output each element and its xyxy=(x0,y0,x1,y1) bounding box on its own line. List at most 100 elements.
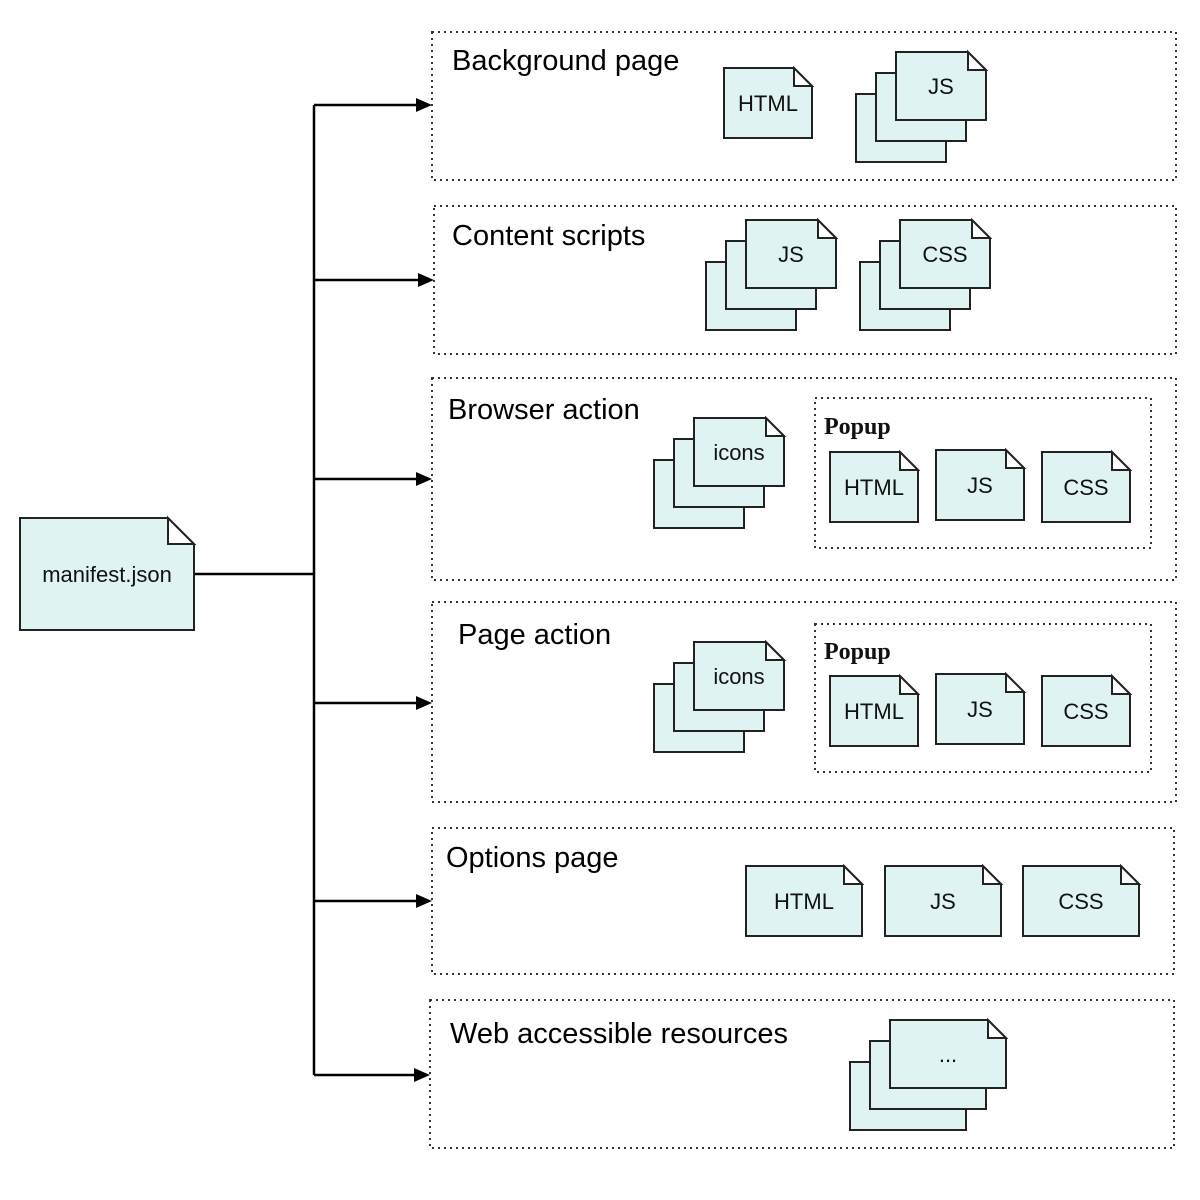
more-file-stack: ... xyxy=(849,1017,1009,1131)
file-shape xyxy=(935,673,1025,745)
file-fold-corner xyxy=(982,863,1004,885)
file-fold-corner xyxy=(765,415,787,437)
file-label: JS xyxy=(967,697,993,722)
icons-file-stack: icons xyxy=(653,415,787,529)
file-label: icons xyxy=(713,440,764,465)
html-file: HTML xyxy=(723,65,815,139)
popup-css-file: CSS xyxy=(1041,449,1133,523)
popup-box xyxy=(814,623,1152,773)
file-fold-corner xyxy=(843,863,865,885)
file-shape xyxy=(829,675,919,747)
arrowhead-page-action xyxy=(416,696,432,710)
file-shape xyxy=(745,219,837,289)
section-box xyxy=(431,601,1177,803)
arrowhead-web-accessible-resources xyxy=(414,1068,430,1082)
file-fold-corner xyxy=(967,49,989,71)
manifest-json-file: manifest.json xyxy=(19,515,197,631)
file-shape xyxy=(1041,451,1131,523)
file-label: CSS xyxy=(1058,889,1103,914)
file-fold-corner xyxy=(899,449,921,471)
file-fold-corner xyxy=(1005,447,1027,469)
section-title: Options page xyxy=(446,842,619,874)
file-label: JS xyxy=(928,74,954,99)
section-title: Browser action xyxy=(448,394,640,426)
popup-title: Popup xyxy=(824,639,891,665)
file-label: JS xyxy=(930,889,956,914)
file-fold-corner xyxy=(765,639,787,661)
popup-html-file: HTML xyxy=(829,673,921,747)
file-fold-corner xyxy=(1005,671,1027,693)
file-label: CSS xyxy=(1063,475,1108,500)
stack-sheet-front: icons xyxy=(693,415,787,487)
file-shape xyxy=(19,517,195,631)
file-fold-corner xyxy=(167,515,197,545)
arrowhead-background-page xyxy=(416,98,432,112)
popup-css-file: CSS xyxy=(1041,673,1133,747)
arrowhead-browser-action xyxy=(416,472,432,486)
file-shape xyxy=(935,449,1025,521)
section-title: Page action xyxy=(458,619,611,651)
stack-sheet-front: JS xyxy=(895,49,989,121)
js-file-stack: JS xyxy=(705,217,839,331)
section-title: Content scripts xyxy=(452,220,645,252)
file-label: CSS xyxy=(1063,699,1108,724)
file-shape xyxy=(884,865,1002,937)
file-label: JS xyxy=(967,473,993,498)
icons-file-stack: icons xyxy=(653,639,787,753)
file-fold-corner xyxy=(817,217,839,239)
section-box xyxy=(431,31,1177,181)
arrowhead-content-scripts xyxy=(418,273,434,287)
file-label: HTML xyxy=(774,889,834,914)
section-box xyxy=(429,999,1175,1149)
file-shape xyxy=(829,451,919,523)
section-title: Web accessible resources xyxy=(450,1018,788,1050)
file-shape xyxy=(745,865,863,937)
stack-sheet-front: CSS xyxy=(899,217,993,289)
js-file: JS xyxy=(884,863,1004,937)
css-file-stack: CSS xyxy=(859,217,993,331)
html-file: HTML xyxy=(745,863,865,937)
file-shape xyxy=(693,417,785,487)
file-shape xyxy=(889,1019,1007,1089)
js-file-stack: JS xyxy=(855,49,989,163)
file-label: icons xyxy=(713,664,764,689)
popup-js-file: JS xyxy=(935,447,1027,521)
file-label: HTML xyxy=(844,699,904,724)
file-label: JS xyxy=(778,242,804,267)
file-fold-corner xyxy=(899,673,921,695)
file-shape xyxy=(723,67,813,139)
file-shape xyxy=(895,51,987,121)
connector-lines xyxy=(194,98,434,1082)
section-web-accessible-resources: Web accessible resources... xyxy=(429,999,1175,1149)
file-label: manifest.json xyxy=(42,562,172,587)
section-title: Background page xyxy=(452,45,679,77)
file-shape xyxy=(899,219,991,289)
section-box xyxy=(433,205,1177,355)
file-fold-corner xyxy=(793,65,815,87)
file-label: ... xyxy=(939,1042,957,1067)
popup-html-file: HTML xyxy=(829,449,921,523)
popup-title: Popup xyxy=(824,414,891,440)
file-fold-corner xyxy=(1120,863,1142,885)
file-label: HTML xyxy=(738,91,798,116)
file-fold-corner xyxy=(1111,673,1133,695)
popup-box xyxy=(814,397,1152,549)
stack-sheet-front: icons xyxy=(693,639,787,711)
file-shape xyxy=(1041,675,1131,747)
section-box xyxy=(431,377,1177,581)
popup-js-file: JS xyxy=(935,671,1027,745)
file-label: CSS xyxy=(922,242,967,267)
stack-sheet-front: JS xyxy=(745,217,839,289)
arrowhead-options-page xyxy=(416,894,432,908)
file-shape xyxy=(693,641,785,711)
stack-sheet-front: ... xyxy=(889,1017,1009,1089)
